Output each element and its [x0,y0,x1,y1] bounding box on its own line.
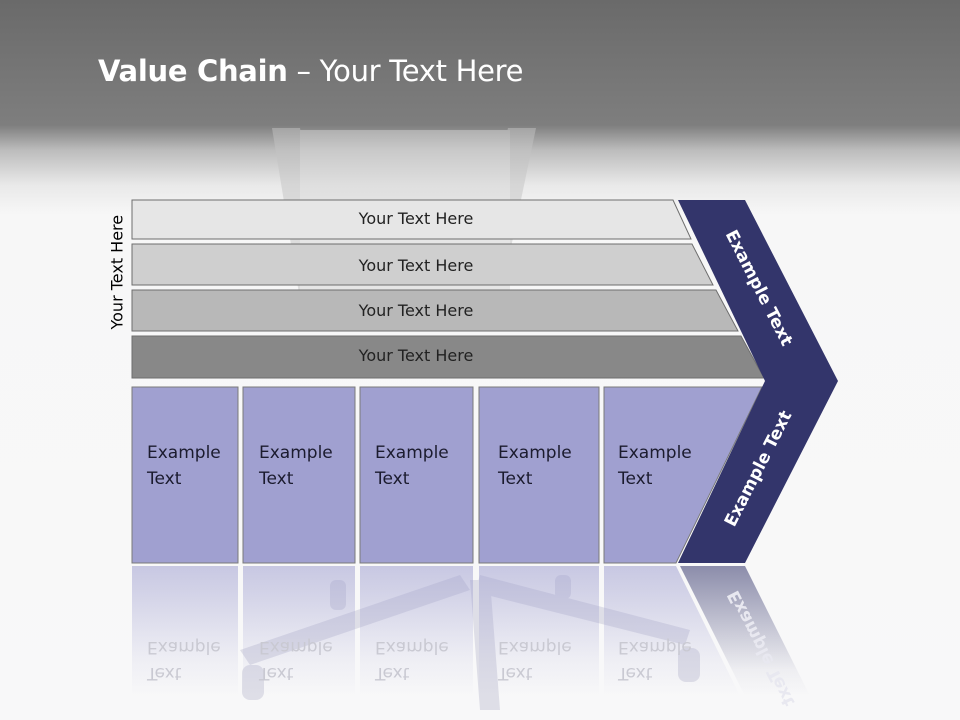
support-bar-1[interactable] [131,199,692,240]
primary-column-5[interactable] [603,386,763,564]
primary-column-3[interactable] [359,386,474,564]
support-activities-label: Your Text Here [107,214,127,330]
slide-title: Value Chain – Your Text Here [98,54,524,88]
primary-column-1[interactable] [131,386,239,564]
support-bar-3[interactable] [131,289,739,332]
reflection [132,566,810,696]
margin-chevron[interactable] [678,200,838,563]
support-bar-1-label: Your Text Here [358,209,474,228]
support-bar-4-label: Your Text Here [358,346,474,365]
primary-column-2[interactable] [242,386,356,564]
support-bar-2[interactable] [131,243,714,286]
support-bar-2-label: Your Text Here [358,256,474,275]
support-bar-3-label: Your Text Here [358,301,474,320]
primary-column-4[interactable] [478,386,600,564]
